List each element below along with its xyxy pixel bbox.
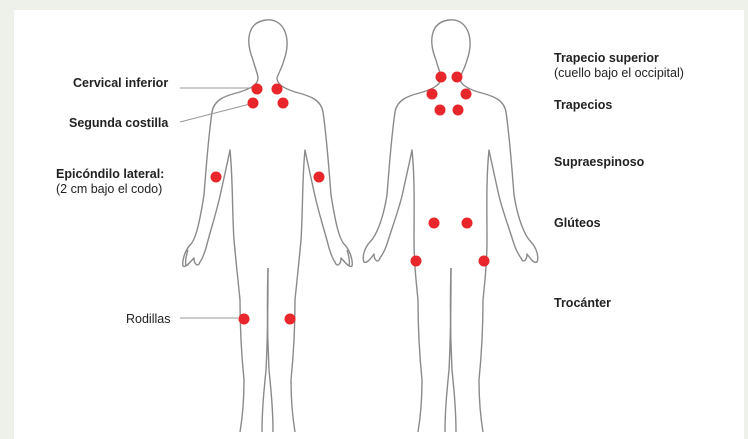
label-trapecio-superior: Trapecio superior (554, 51, 659, 66)
label-epicondilo-note: (2 cm bajo el codo) (56, 182, 162, 197)
point-costilla-right (248, 98, 259, 109)
point-trapecio-left (427, 89, 438, 100)
label-trapecio-note: (cuello bajo el occipital) (554, 66, 684, 81)
label-supraespinoso: Supraespinoso (554, 155, 644, 170)
point-trapecio-right (461, 89, 472, 100)
label-epicondilo-lateral: Epicóndilo lateral: (56, 167, 164, 182)
point-supraespinoso-right (453, 105, 464, 116)
label-trapecios: Trapecios (554, 98, 612, 113)
label-cervical-inferior: Cervical inferior (73, 76, 168, 91)
point-epicondilo-left (314, 172, 325, 183)
front-body-outline (183, 20, 352, 432)
label-rodillas: Rodillas (126, 312, 170, 327)
point-epicondilo-right (211, 172, 222, 183)
back-body-outline (363, 20, 538, 432)
point-trocanter-right (479, 256, 490, 267)
leader-costilla (180, 104, 250, 122)
label-segunda-costilla: Segunda costilla (69, 116, 168, 131)
point-supraespinoso-left (435, 105, 446, 116)
point-rodilla-right (239, 314, 250, 325)
point-trapecio-sup-left (436, 72, 447, 83)
point-trapecio-sup-right (452, 72, 463, 83)
label-gluteos: Glúteos (554, 216, 601, 231)
point-rodilla-left (285, 314, 296, 325)
point-cervical-left (272, 84, 283, 95)
label-trocanter: Trocánter (554, 296, 611, 311)
point-gluteo-left (429, 218, 440, 229)
point-cervical-right (252, 84, 263, 95)
point-costilla-left (278, 98, 289, 109)
point-gluteo-right (462, 218, 473, 229)
tender-points (211, 72, 490, 325)
point-trocanter-left (411, 256, 422, 267)
leader-lines (180, 88, 252, 318)
